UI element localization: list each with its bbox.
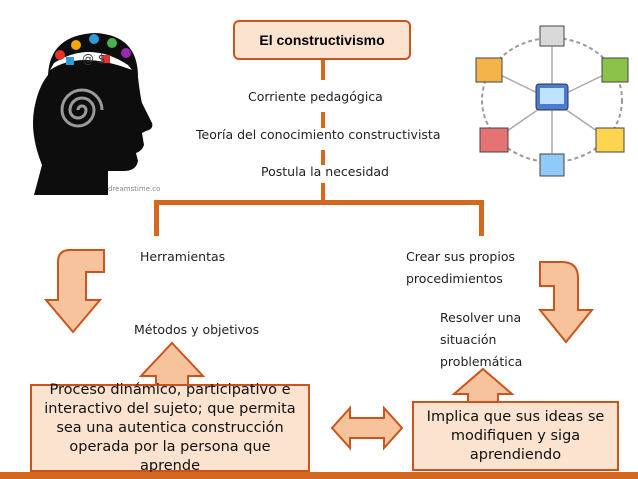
double-arrow <box>330 405 404 451</box>
curved-arrow-left <box>43 249 105 334</box>
postula-connector <box>321 183 325 203</box>
proceso-text: Proceso dinámico, participativo e intera… <box>44 381 296 474</box>
bottom-accent-bar <box>0 472 638 479</box>
branch-horizontal <box>154 200 484 205</box>
box-proceso: Proceso dinámico, participativo e intera… <box>30 382 310 474</box>
head-silhouette-image: @ $ dreamstime.com <box>33 33 160 195</box>
corriente-connector <box>321 112 325 128</box>
title-connector <box>321 60 325 80</box>
curved-arrow-right <box>537 261 595 344</box>
box-implica: Implica que sus ideas se modifiquen y si… <box>412 401 619 471</box>
node-crear: Crear sus propios procedimientos <box>406 249 515 286</box>
node-metodos: Métodos y objetivos <box>134 322 260 337</box>
node-postula: Postula la necesidad <box>261 164 389 179</box>
svg-text:dreamstime.com: dreamstime.com <box>108 185 160 193</box>
branch-left <box>154 200 159 236</box>
node-corriente: Corriente pedagógica <box>248 89 383 104</box>
svg-text:@ $: @ $ <box>82 52 105 66</box>
title-text: El constructivismo <box>259 32 385 48</box>
title-box: El constructivismo <box>233 20 411 60</box>
teoria-connector <box>321 150 325 165</box>
learning-network-image <box>475 25 629 177</box>
implica-text: Implica que sus ideas se modifiquen y si… <box>426 408 605 463</box>
up-arrow-right <box>451 367 515 403</box>
node-teoria: Teoría del conocimiento constructivista <box>196 127 441 142</box>
branch-right <box>479 200 484 236</box>
node-herramientas: Herramientas <box>140 249 226 264</box>
node-resolver: Resolver una situación problemática <box>440 310 523 369</box>
